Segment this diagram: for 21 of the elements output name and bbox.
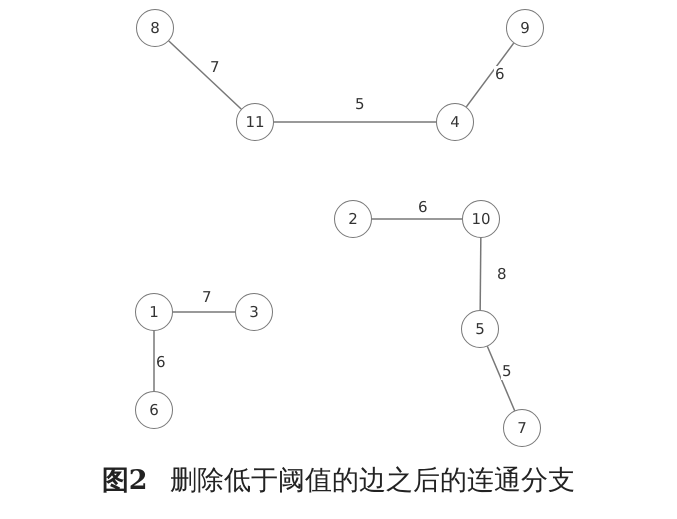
node-circle: 6 bbox=[135, 391, 173, 429]
node-circle: 2 bbox=[334, 200, 372, 238]
node-circle: 1 bbox=[135, 293, 173, 331]
node-circle: 8 bbox=[136, 9, 174, 47]
node-circle: 7 bbox=[503, 409, 541, 447]
edge-label: 5 bbox=[501, 363, 513, 380]
edge-line bbox=[466, 42, 514, 108]
node-circle: 4 bbox=[436, 103, 474, 141]
edge-line bbox=[274, 121, 436, 123]
edge-line bbox=[486, 346, 516, 411]
node-circle: 11 bbox=[236, 103, 274, 141]
edge-line bbox=[372, 218, 462, 220]
edge-line bbox=[153, 331, 155, 391]
edge-line bbox=[173, 311, 235, 313]
node-circle: 5 bbox=[461, 310, 499, 348]
edge-line bbox=[479, 238, 482, 310]
caption: 图2 删除低于阈值的边之后的连通分支 bbox=[100, 464, 576, 498]
edge-line bbox=[168, 40, 242, 110]
node-circle: 9 bbox=[506, 9, 544, 47]
node-circle: 10 bbox=[462, 200, 500, 238]
node-circle: 3 bbox=[235, 293, 273, 331]
